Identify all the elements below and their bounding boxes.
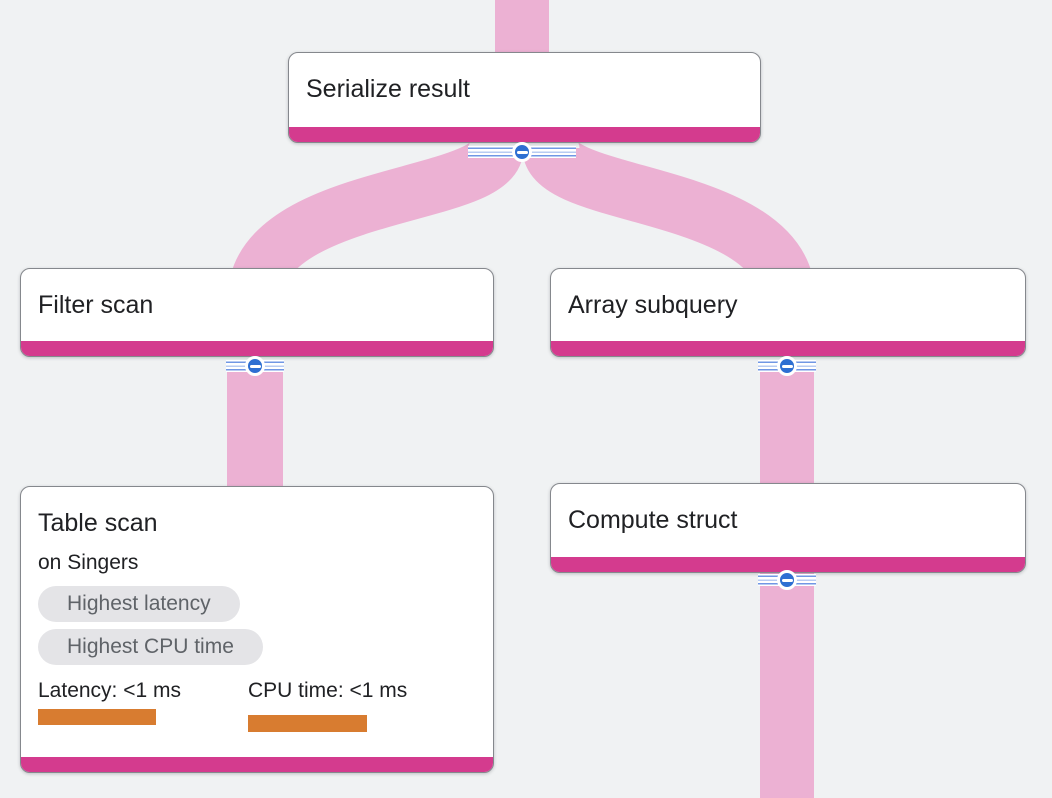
plan-node-table-scan[interactable]: Table scan on Singers Highest latency Hi… [20,486,494,773]
collapse-button-compute-struct[interactable] [777,570,797,590]
latency-label: Latency: <1 ms [38,679,181,702]
latency-metric: Latency: <1 ms [38,678,248,732]
plan-node-serialize-result[interactable]: Serialize result [288,52,761,143]
plan-node-compute-struct[interactable]: Compute struct [550,483,1026,573]
node-subtitle: on Singers [38,551,139,574]
edge-filter-scan-to-table-scan [227,360,283,488]
collapse-control-compute-struct [758,567,816,593]
minus-icon [516,150,528,154]
node-title: Filter scan [38,291,154,319]
minus-icon [249,364,261,368]
collapse-control-filter-scan [226,353,284,379]
node-metric-bar [21,757,493,772]
minus-icon [781,364,793,368]
collapse-button-serialize-result[interactable] [512,142,532,162]
collapse-button-array-subquery[interactable] [777,356,797,376]
collapse-control-serialize-result [468,139,576,165]
node-metric-bar [21,341,493,356]
minus-icon [781,578,793,582]
node-title: Serialize result [306,75,470,103]
plan-node-filter-scan[interactable]: Filter scan [20,268,494,357]
highest-latency-badge: Highest latency [38,586,240,622]
node-title: Table scan [38,509,158,537]
edge-array-subquery-to-compute-struct [760,360,814,485]
edge-serialize-to-array-subquery [522,138,816,303]
node-title: Array subquery [568,291,738,319]
highest-cpu-time-badge: Highest CPU time [38,629,263,665]
node-title: Compute struct [568,506,738,534]
node-metric-bar [551,341,1025,356]
node-metric-bar [289,127,760,142]
latency-bar [38,709,156,725]
collapse-control-array-subquery [758,353,816,379]
cpu-time-bar [248,715,367,732]
cpu-time-metric: CPU time: <1 ms [248,678,458,732]
badge-list: Highest latency Highest CPU time [21,575,493,665]
plan-node-array-subquery[interactable]: Array subquery [550,268,1026,357]
collapse-button-filter-scan[interactable] [245,356,265,376]
cpu-time-label: CPU time: <1 ms [248,679,408,702]
edge-serialize-to-filter-scan [227,138,524,303]
edge-compute-struct-down [760,572,814,798]
edge-into-serialize-result [495,0,549,56]
metrics-row: Latency: <1 ms CPU time: <1 ms [21,672,493,732]
node-metric-bar [551,557,1025,572]
